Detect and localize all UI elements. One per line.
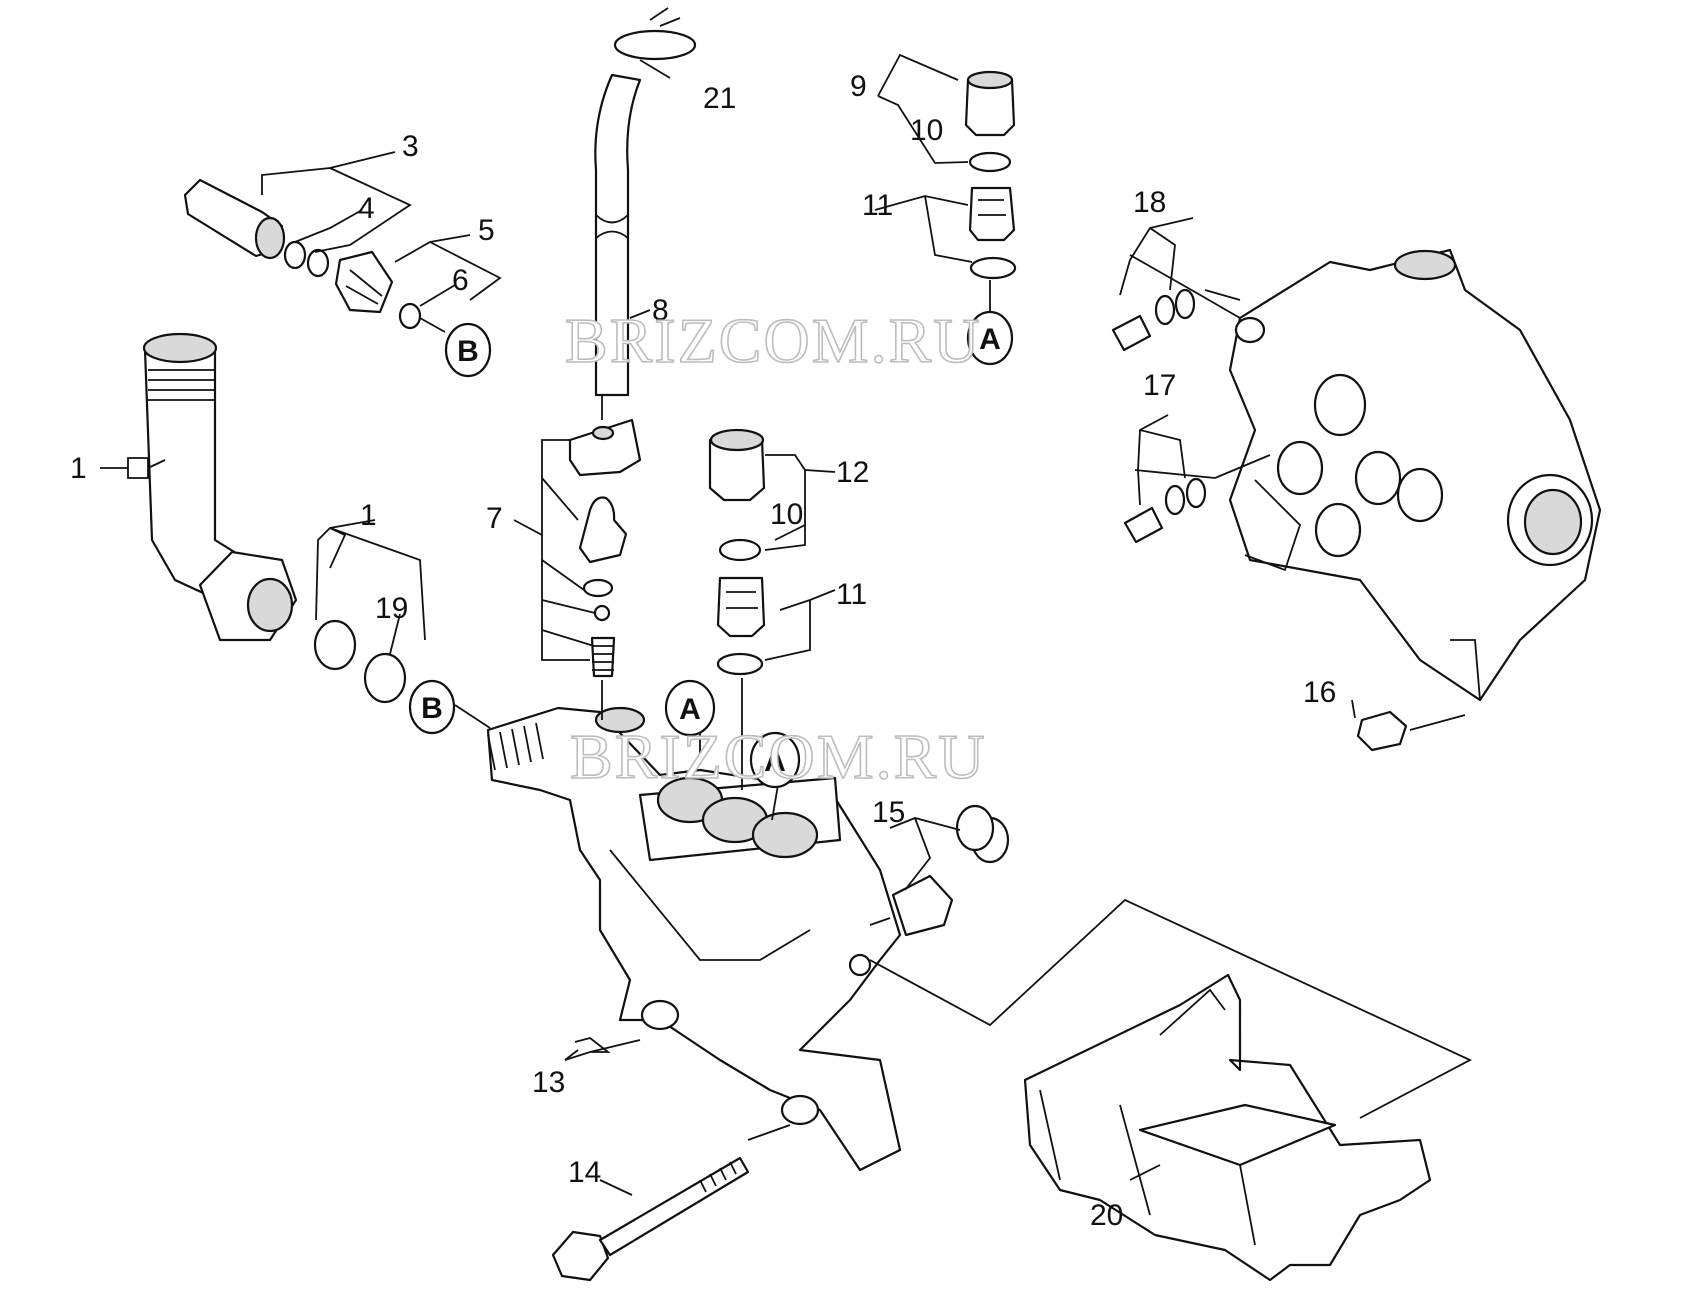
cover-part-20 (1023, 973, 1432, 1282)
hose-clamp-part-21 (613, 7, 697, 61)
leader-lines (100, 53, 1473, 1196)
piston-part-17 (1123, 477, 1207, 544)
callout-4: 4 (358, 192, 375, 225)
callout-8: 8 (652, 294, 669, 327)
connector-a-left[interactable]: A (664, 679, 716, 737)
svg-text:A: A (679, 693, 701, 726)
connector-a-right[interactable]: A (749, 731, 801, 789)
callout-12: 12 (836, 456, 869, 489)
callout-11-top: 11 (862, 189, 893, 222)
callout-15: 15 (872, 796, 905, 829)
callout-10-top: 10 (910, 114, 943, 147)
valve-insert-part-11-top (968, 186, 1016, 242)
bolt-part-14 (551, 1156, 750, 1282)
ball-part-7 (593, 604, 611, 622)
plug-part-3 (183, 178, 286, 260)
connector-b-top[interactable]: B (444, 322, 492, 378)
o-ring-part-7 (582, 578, 614, 598)
callout-18: 18 (1133, 186, 1166, 219)
nut-part-16 (1356, 710, 1408, 752)
callout-14: 14 (568, 1156, 601, 1189)
callout-13: 13 (532, 1066, 565, 1099)
callout-6: 6 (452, 264, 469, 297)
callout-1-left: 1 (70, 452, 87, 485)
watermark-top: BRIZCOM.RU (565, 305, 982, 376)
bracket-part-7 (568, 418, 642, 477)
svg-text:A: A (764, 745, 786, 778)
callout-10-mid: 10 (770, 498, 803, 531)
callout-5: 5 (478, 214, 495, 247)
nipple-part-7 (578, 496, 628, 564)
o-rings-part-4 (283, 240, 330, 278)
connector-a-top[interactable]: A (966, 310, 1014, 366)
elbow-pipe-part-1 (142, 332, 298, 642)
callout-21: 21 (703, 82, 736, 115)
pump-head-housing (1228, 248, 1602, 702)
connector-b-left[interactable]: B (408, 679, 456, 735)
callout-11-mid: 11 (836, 578, 867, 611)
valve-cap-part-12 (708, 428, 766, 502)
snap-ring-part-1 (313, 619, 357, 671)
callout-9: 9 (850, 70, 867, 103)
valve-insert-part-11-mid (716, 576, 766, 638)
svg-text:B: B (457, 335, 479, 368)
valve-part-15 (891, 804, 1010, 937)
svg-text:B: B (421, 692, 443, 725)
callout-1-right: 1 (360, 499, 377, 532)
watermark-middle: BRIZCOM.RU (570, 721, 987, 792)
pump-housing-center (486, 706, 902, 1172)
callout-labels: 21 9 10 11 3 4 5 6 8 18 17 1 1 19 7 12 1… (70, 70, 1336, 1232)
callout-20: 20 (1090, 1199, 1123, 1232)
o-ring-part-10-top (968, 151, 1012, 173)
o-ring-part-11-top (969, 256, 1017, 280)
valve-part-5 (334, 250, 394, 314)
hose-part-8 (594, 73, 642, 397)
svg-text:A: A (979, 323, 1001, 356)
callout-19: 19 (375, 592, 408, 625)
o-ring-part-11-mid (716, 652, 764, 676)
callout-7: 7 (486, 502, 503, 535)
o-ring-part-19 (363, 652, 407, 704)
o-ring-part-10-mid (718, 538, 762, 562)
spring-part-7 (590, 636, 616, 678)
callout-16: 16 (1303, 676, 1336, 709)
piston-part-18 (1111, 288, 1196, 352)
valve-cap-part-9 (964, 70, 1016, 137)
o-ring-part-6 (398, 302, 422, 330)
callout-17: 17 (1143, 369, 1176, 402)
callout-3: 3 (402, 130, 419, 163)
